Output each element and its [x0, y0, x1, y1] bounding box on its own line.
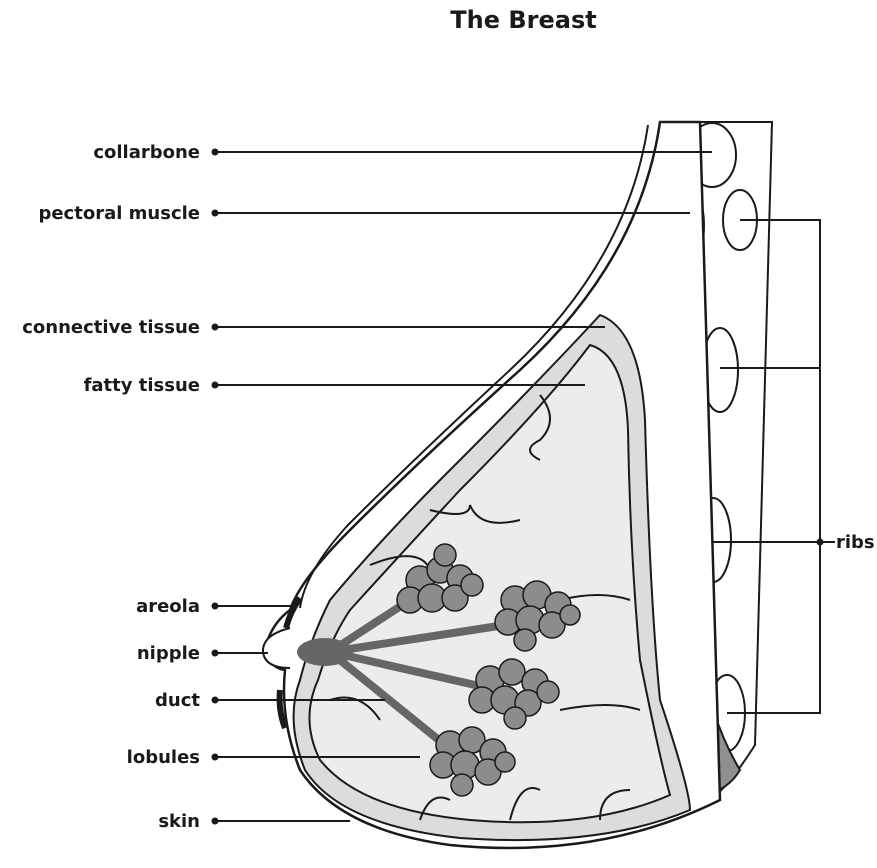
label-duct: duct — [155, 690, 200, 711]
label-ribs: ribs — [836, 532, 875, 553]
label-lobules: lobules — [127, 747, 200, 768]
label-pectoral-muscle: pectoral muscle — [38, 203, 200, 224]
label-areola: areola — [136, 596, 200, 617]
label-connective-tissue: connective tissue — [22, 317, 200, 338]
label-collarbone: collarbone — [93, 142, 200, 163]
nipple-shape — [263, 628, 290, 668]
label-nipple: nipple — [137, 643, 200, 664]
label-fatty-tissue: fatty tissue — [84, 375, 200, 396]
duct-base — [297, 638, 353, 666]
label-skin: skin — [158, 811, 200, 832]
